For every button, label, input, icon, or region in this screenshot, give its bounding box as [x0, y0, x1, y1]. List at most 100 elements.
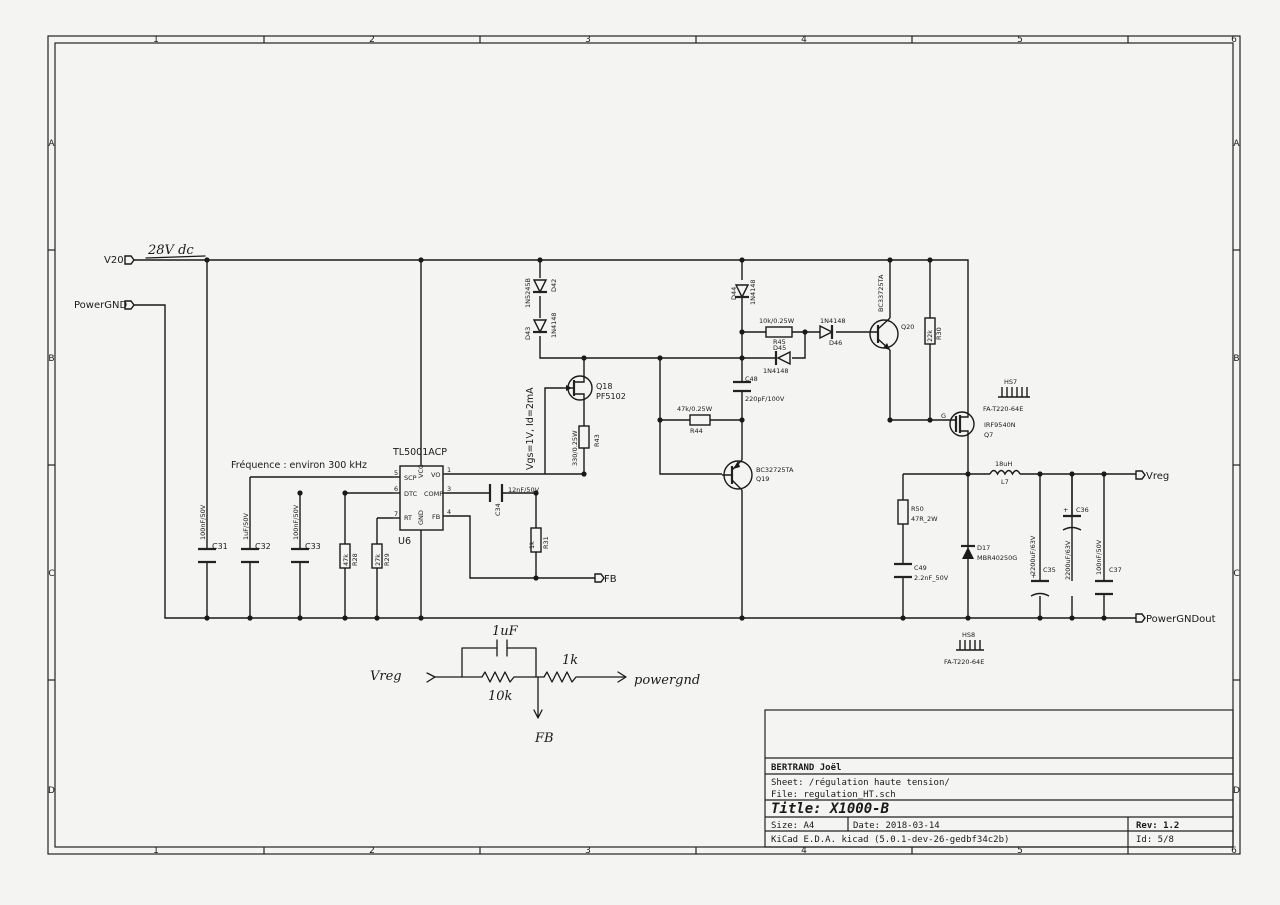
component-ref: Q7: [984, 431, 993, 439]
handwritten-vreg: Vreg: [370, 669, 402, 684]
sheet-frame: [47, 35, 1241, 855]
polarity-mark: +: [1031, 572, 1036, 580]
handwritten-fb: FB: [534, 731, 554, 746]
component-ref: R30: [935, 327, 943, 340]
component-value: 2200uF/63V: [1029, 535, 1037, 575]
title-id: Id: 5/8: [1136, 835, 1174, 845]
port-vreg: Vreg: [1135, 470, 1169, 482]
pin-number: 7: [394, 510, 398, 518]
handwritten-gnd: powergnd: [634, 673, 700, 688]
diode-d44: D44 1N4148: [730, 279, 757, 305]
handwritten-sketch: Vreg 1uF 10k 1k powergnd FB: [370, 624, 700, 746]
component-ref: D44: [730, 287, 738, 300]
component-ref: D45: [773, 344, 786, 352]
handwritten-res2: 1k: [562, 653, 578, 668]
component-value: 100nF/50V: [199, 504, 207, 540]
row-labels-right: A B C D: [1233, 139, 1240, 796]
component-ref: R50: [911, 505, 924, 513]
port-v20: V20: [104, 255, 135, 266]
row-label: A: [1233, 139, 1240, 149]
capacitor-c31: 100nF/50V C31: [198, 504, 228, 564]
component-value: 1N5245B: [524, 278, 532, 308]
pin-label: G: [941, 412, 946, 420]
resistor-r45: 10k/0.25W R45: [759, 317, 795, 346]
row-label: B: [1233, 354, 1239, 364]
component-value: 2200uF/63V: [1064, 540, 1072, 580]
title-block: BERTRAND Joël Sheet: /régulation haute t…: [764, 709, 1234, 848]
component-value: 2.2nF_50V: [914, 574, 949, 582]
diode-d17: D17 MBR40250G: [961, 540, 1017, 562]
row-label: B: [48, 354, 54, 364]
column-label: 5: [1017, 35, 1023, 45]
port-label: Vreg: [1146, 471, 1169, 482]
heatsink-hs7: HS7 FA-T220-64E: [983, 378, 1030, 413]
component-value: FA-T220-64E: [983, 405, 1023, 413]
title-sheet: Sheet: /régulation haute tension/: [771, 777, 950, 788]
component-ref: Q20: [901, 323, 914, 331]
pin-number: 5: [394, 469, 398, 477]
component-value: 1k: [528, 541, 536, 549]
row-label: C: [48, 569, 54, 579]
resistor-r29: 27k R29: [371, 543, 391, 569]
component-value: IRF9540N: [984, 421, 1016, 429]
row-label: A: [48, 139, 55, 149]
frequency-note: Fréquence : environ 300 kHz: [231, 460, 367, 471]
component-ref: HS7: [1004, 378, 1017, 386]
pin-label: VCC: [417, 464, 425, 478]
pin-label: DTC: [404, 490, 418, 498]
column-labels-bottom: 1 2 3 4 5 6: [153, 846, 1237, 856]
component-ref: R28: [351, 553, 359, 566]
capacitor-c35: + 2200uF/63V C35: [1029, 535, 1056, 597]
component-ref: C34: [494, 503, 502, 516]
component-ref: C31: [212, 542, 228, 551]
component-value: MBR40250G: [977, 554, 1017, 562]
component-ref: C37: [1109, 566, 1122, 574]
ic-part: TL5001ACP: [392, 447, 447, 458]
port-label: V20: [104, 255, 124, 266]
pin-label: COMP: [424, 490, 443, 498]
component-value: 1N4148: [550, 312, 558, 338]
polarity-mark: +: [1063, 506, 1068, 514]
heatsink-hs8: HS8 FA-T220-64E: [944, 631, 984, 666]
component-ref: Q18: [596, 382, 612, 391]
component-ref: R29: [383, 553, 391, 566]
port-label: PowerGND: [74, 300, 127, 311]
component-value: 10k/0.25W: [759, 317, 795, 325]
resistor-r43: 330/0.25W R43: [571, 425, 601, 466]
resistor-r50: R50 47R_2W: [897, 499, 938, 525]
supply-annotation: 28V dc: [147, 243, 194, 258]
pin-number: 1: [447, 466, 451, 474]
component-value: FA-T220-64E: [944, 658, 984, 666]
component-value: BC33725TA: [877, 274, 885, 312]
component-value: 22k: [926, 330, 934, 342]
component-ref: D42: [550, 279, 558, 292]
ic-u6: TL5001ACP U6 SCP DTC RT VCC GND VO COMP …: [392, 447, 451, 547]
component-ref: R45: [773, 338, 786, 346]
column-label: 4: [801, 846, 807, 856]
pin-number: 6: [394, 485, 398, 493]
port-powergndout: PowerGNDout: [1135, 613, 1216, 625]
component-value: 12nF/50V: [508, 486, 540, 494]
component-ref: L7: [1001, 478, 1009, 486]
component-ref: C48: [745, 375, 758, 383]
capacitor-c36: + 2200uF/63V C36: [1062, 474, 1089, 580]
column-label: 5: [1017, 846, 1023, 856]
component-value: 47k: [342, 554, 350, 566]
component-value: 27k: [374, 554, 382, 566]
capacitor-c32: 1uF/50V C32: [241, 513, 271, 564]
title-tool: KiCad E.D.A. kicad (5.0.1-dev-26-gedbf34…: [771, 835, 1009, 845]
handwritten-res1: 10k: [488, 689, 513, 704]
diode-d43: D43 1N4148: [524, 312, 558, 340]
resistor-r44: 47k/0.25W R44: [677, 405, 713, 435]
transistor-q20: BC33725TA Q20: [869, 274, 914, 351]
component-value: 100nF/50V: [1095, 539, 1103, 575]
component-ref: C35: [1043, 566, 1056, 574]
resistor-r28: 47k R28: [339, 543, 359, 569]
diode-d46: 1N4148 D46: [819, 317, 846, 347]
pin-label: RT: [404, 514, 412, 522]
component-ref: D17: [977, 544, 990, 552]
component-ref: HS8: [962, 631, 975, 639]
component-value: 18uH: [995, 460, 1012, 468]
title-size: Size: A4: [771, 821, 814, 831]
component-value: 1N4148: [749, 279, 757, 305]
